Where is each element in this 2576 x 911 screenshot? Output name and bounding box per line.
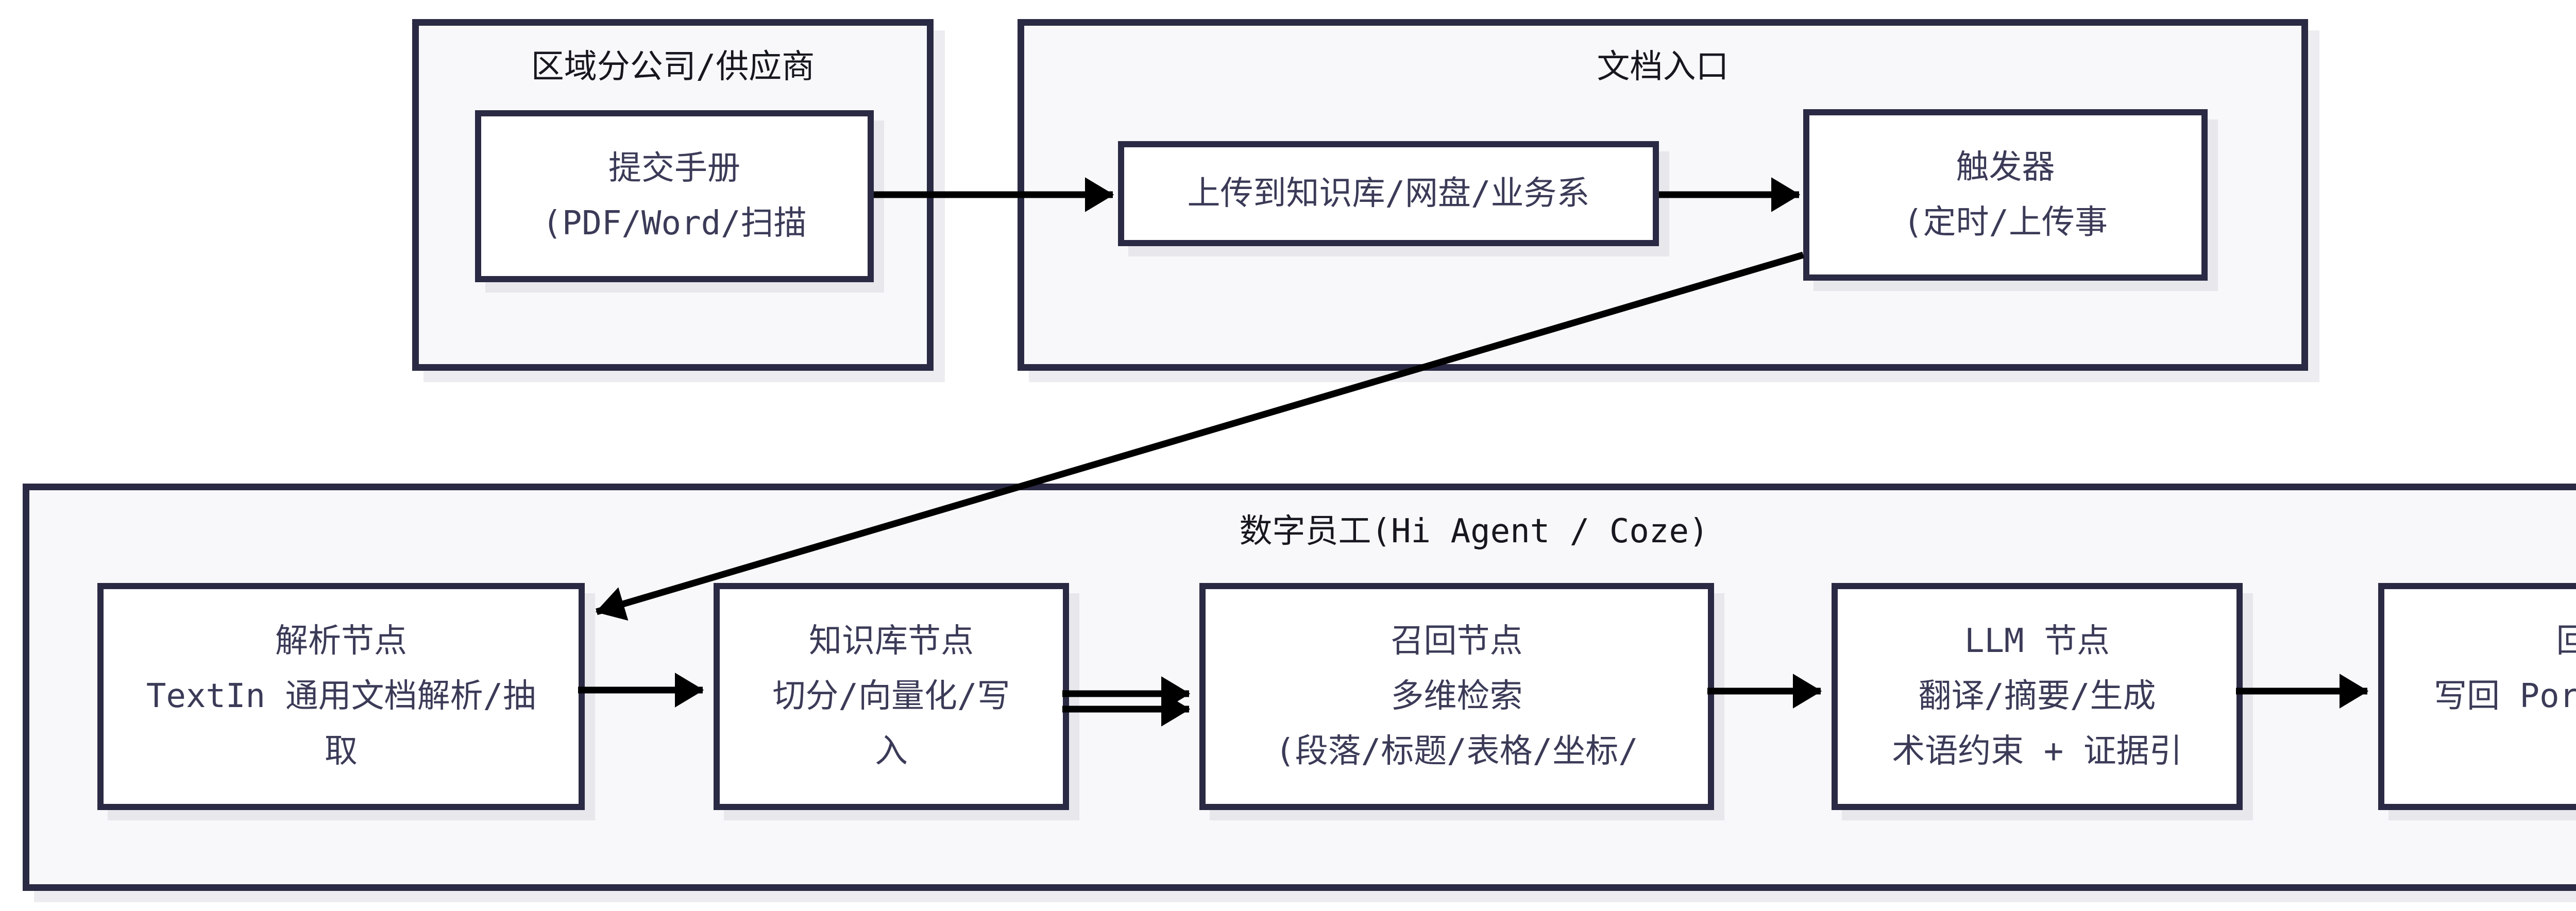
node-label-line: LLM 节点 <box>1964 622 2110 660</box>
node-trigger: 触发器 (定时/上传事 <box>1803 109 2208 281</box>
node-label-line: 上传到知识库/网盘/业务系 <box>1187 174 1590 213</box>
node-recall: 召回节点 多维检索 (段落/标题/表格/坐标/ <box>1199 583 1714 810</box>
node-label-line: (定时/上传事 <box>1903 203 2108 242</box>
group-regional-branch-title: 区域分公司/供应商 <box>531 48 815 86</box>
node-label-line: 取 <box>325 732 358 770</box>
group-doc-entry: 文档入口 上传到知识库/网盘/业务系 触发器 (定时/上传事 <box>1018 19 2308 371</box>
node-label-line: 切分/向量化/写 <box>772 677 1010 715</box>
node-llm: LLM 节点 翻译/摘要/生成 术语约束 + 证据引 <box>1832 583 2243 810</box>
group-digital-worker: 数字员工(Hi Agent / Coze) 解析节点 TextIn 通用文档解析… <box>23 484 2576 891</box>
group-regional-branch: 区域分公司/供应商 提交手册 (PDF/Word/扫描 <box>412 19 934 371</box>
node-label-line: 多维检索 <box>1391 677 1523 715</box>
node-submit-manual: 提交手册 (PDF/Word/扫描 <box>475 110 874 282</box>
group-digital-worker-title: 数字员工(Hi Agent / Coze) <box>1239 512 1709 551</box>
node-label-line: (段落/标题/表格/坐标/ <box>1275 732 1638 770</box>
node-label-line: 术语约束 + 证据引 <box>1892 732 2182 770</box>
node-label-line: 提交手册 <box>608 149 740 187</box>
node-label-line: 触发器 <box>1956 148 2055 186</box>
node-label-line: 入 <box>875 732 908 770</box>
node-label-line: (PDF/Word/扫描 <box>542 204 807 243</box>
node-upload-kb: 上传到知识库/网盘/业务系 <box>1118 141 1659 246</box>
node-label-line: 知识库节点 <box>809 622 974 660</box>
node-label-line: TextIn 通用文档解析/抽 <box>146 677 536 715</box>
node-writeback: 回写节点 写回 Portal/工单/申报 系统 <box>2378 583 2576 810</box>
node-label-line: 解析节点 <box>275 622 407 660</box>
node-label-line: 写回 Portal/工单/申报 <box>2434 677 2576 715</box>
node-knowledge-base: 知识库节点 切分/向量化/写 入 <box>714 583 1069 810</box>
node-label-line: 回写节点 <box>2556 614 2576 669</box>
node-label-line: 翻译/摘要/生成 <box>1918 677 2156 715</box>
node-parse: 解析节点 TextIn 通用文档解析/抽 取 <box>97 583 585 810</box>
node-label-line: 召回节点 <box>1391 622 1523 660</box>
group-doc-entry-title: 文档入口 <box>1597 48 1729 86</box>
